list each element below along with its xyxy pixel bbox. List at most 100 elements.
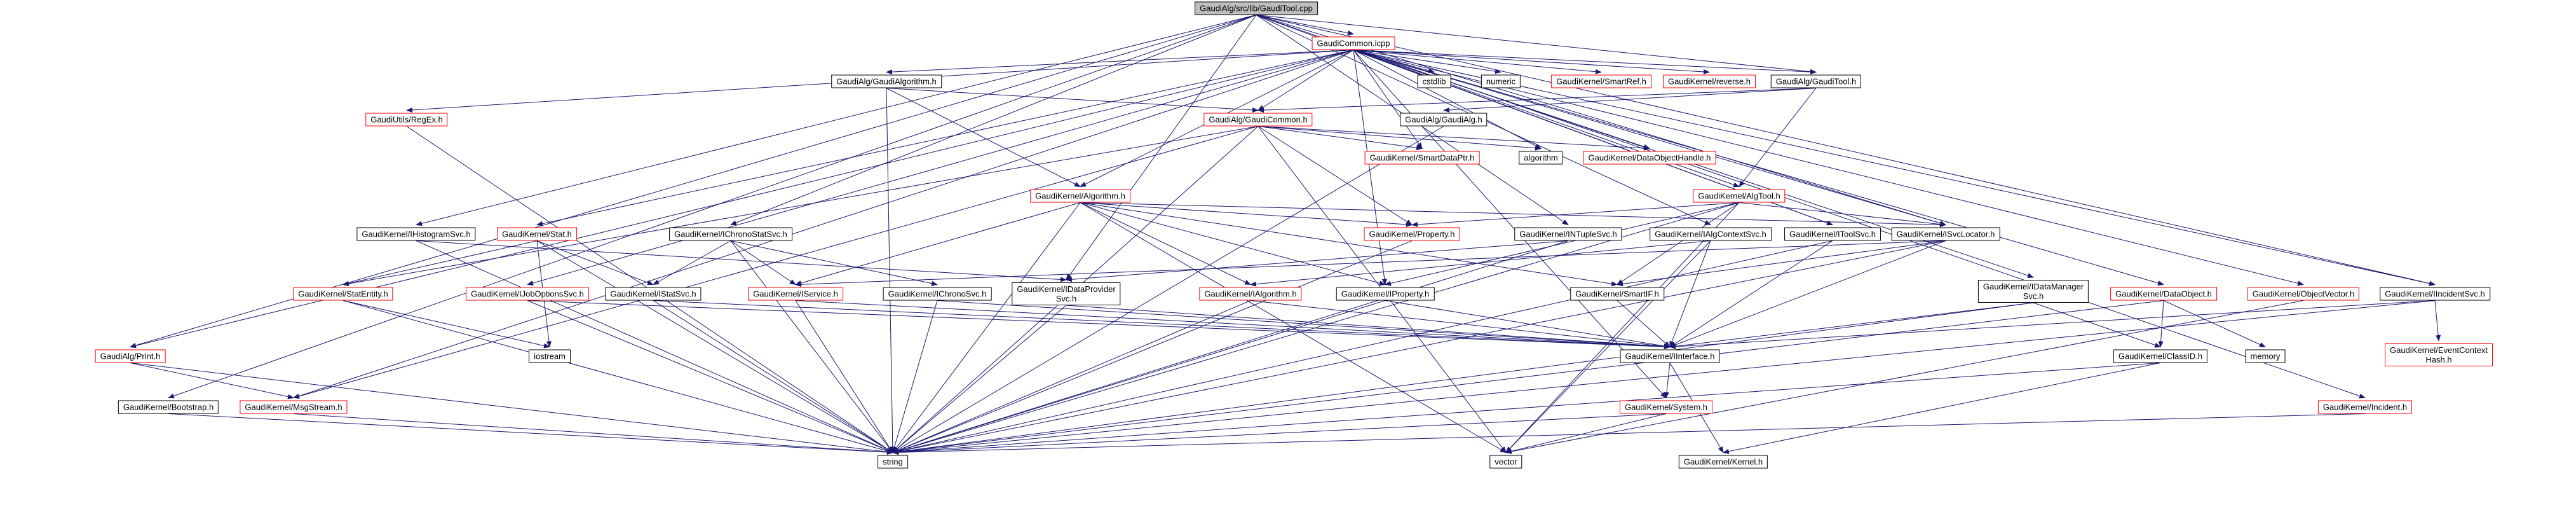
graph-node-gauditool_h[interactable]: GaudiAlg/GaudiTool.h — [1770, 74, 1862, 88]
include-edge-print_h-to-msgstream_h — [130, 363, 294, 399]
graph-node-smartdataptr_h[interactable]: GaudiKernel/SmartDataPtr.h — [1364, 151, 1480, 165]
graph-node-intuplesvc_h[interactable]: GaudiKernel/INTupleSvc.h — [1514, 227, 1622, 241]
graph-node-memory[interactable]: memory — [2245, 349, 2286, 363]
graph-node-ichronostatsvc_h[interactable]: GaudiKernel/IChronoStatSvc.h — [669, 227, 792, 241]
graph-node-idatamanagersvc_h[interactable]: GaudiKernel/IDataManager Svc.h — [1977, 280, 2089, 303]
graph-node-ialgcontextsvc_h[interactable]: GaudiKernel/IAlgContextSvc.h — [1650, 227, 1772, 241]
include-edge-ichronosvc_h-to-iinterface_h — [937, 300, 1671, 349]
include-edge-gaudicommon_h-to-smartdataptr_h — [1257, 126, 1423, 151]
include-edge-ihistogramsvc_h-to-idataprovidersvc_h — [416, 240, 1067, 282]
graph-node-string[interactable]: string — [878, 455, 908, 469]
graph-node-reverse_h[interactable]: GaudiKernel/reverse.h — [1662, 74, 1756, 88]
include-edge-common_icpp-to-gauditool_h — [1353, 50, 1817, 75]
include-edge-ialgorithm_h-to-string — [892, 300, 1251, 453]
include-edge-ichronostatsvc_h-to-ichronosvc_h — [730, 240, 938, 286]
include-edge-dataobject_h-to-classid_h — [2158, 300, 2164, 348]
graph-node-classid_h[interactable]: GaudiKernel/ClassID.h — [2113, 349, 2208, 363]
graph-node-msgstream_h[interactable]: GaudiKernel/MsgStream.h — [240, 400, 348, 414]
graph-node-gaudialg_h[interactable]: GaudiAlg/GaudiAlg.h — [1400, 113, 1488, 127]
include-edge-common_icpp-to-dataobject_h — [1353, 50, 2164, 286]
include-edge-stat_h-to-statentity_h — [342, 240, 538, 286]
include-edge-intuplesvc_h-to-idataprovidersvc_h — [1066, 240, 1569, 282]
graph-node-iincidentsvc_h[interactable]: GaudiKernel/IIncidentSvc.h — [2380, 287, 2490, 301]
graph-node-regex_h[interactable]: GaudiUtils/RegEx.h — [365, 113, 448, 127]
graph-node-statentity_h[interactable]: GaudiKernel/StatEntity.h — [293, 287, 393, 301]
include-edge-isvclocator_h-to-smartif_h — [1617, 240, 1946, 287]
graph-node-algorithm_h[interactable]: GaudiKernel/Algorithm.h — [1030, 189, 1130, 203]
graph-node-common_icpp[interactable]: GaudiCommon.icpp — [1312, 36, 1395, 50]
graph-node-ijoboptionssvc_h[interactable]: GaudiKernel/IJobOptionsSvc.h — [466, 287, 589, 301]
include-edge-incident_h-to-string — [892, 413, 2366, 455]
include-edge-algtool_h-to-property_h — [1411, 202, 1740, 227]
include-edge-root-to-bootstrap_h — [168, 15, 1257, 399]
include-edge-ijoboptionssvc_h-to-iinterface_h — [527, 300, 1671, 350]
include-edge-itoolsvc_h-to-string — [892, 240, 1833, 454]
include-edge-idatamanagersvc_h-to-classid_h — [2033, 302, 2161, 348]
include-edge-intuplesvc_h-to-string — [892, 240, 1569, 453]
graph-node-iservice_h[interactable]: GaudiKernel/IService.h — [748, 287, 843, 301]
include-edge-itoolsvc_h-to-iinterface_h — [1669, 240, 1833, 348]
graph-node-cstdlib[interactable]: cstdlib — [1417, 74, 1451, 88]
include-edge-ialgcontextsvc_h-to-iinterface_h — [1669, 240, 1711, 348]
include-edge-statentity_h-to-string — [342, 300, 893, 453]
include-edge-iincidentsvc_h-to-iinterface_h — [1669, 300, 2436, 349]
graph-node-print_h[interactable]: GaudiAlg/Print.h — [95, 349, 166, 363]
graph-node-iostream[interactable]: iostream — [529, 349, 571, 363]
graph-node-smartif_h[interactable]: GaudiKernel/SmartIF.h — [1570, 287, 1664, 301]
graph-node-numeric[interactable]: numeric — [1481, 74, 1521, 88]
include-edge-common_icpp-to-dataobjecthandle_h — [1353, 50, 1650, 149]
include-edge-root-to-idataprovidersvc_h — [1066, 15, 1257, 280]
include-edge-property_h-to-string — [892, 240, 1413, 453]
include-edge-gauditool_h-to-gaudicommon_h — [1257, 88, 1817, 113]
include-edge-classid_h-to-string — [892, 363, 2161, 455]
include-edge-classid_h-to-kernel_h — [1723, 363, 2161, 454]
include-edge-common_icpp-to-smartref_h — [1353, 50, 1602, 74]
include-edge-gaudialgorithm_h-to-gaudicommon_h — [886, 88, 1259, 113]
include-edge-common_icpp-to-stat_h — [536, 50, 1354, 226]
graph-node-vector[interactable]: vector — [1489, 455, 1522, 469]
include-edge-idatamanagersvc_h-to-iinterface_h — [1669, 302, 2034, 349]
graph-node-ichronosvc_h[interactable]: GaudiKernel/IChronoSvc.h — [883, 287, 992, 301]
include-edge-isvclocator_h-to-string — [892, 240, 1946, 454]
include-edge-common_icpp-to-algorithm_std — [1353, 50, 1542, 149]
graph-node-system_h[interactable]: GaudiKernel/System.h — [1619, 400, 1713, 414]
graph-node-stat_h[interactable]: GaudiKernel/Stat.h — [497, 227, 577, 241]
include-edge-istatsvc_h-to-string — [653, 300, 893, 453]
graph-node-kernel_h[interactable]: GaudiKernel/Kernel.h — [1678, 455, 1768, 469]
graph-node-property_h[interactable]: GaudiKernel/Property.h — [1364, 227, 1460, 241]
graph-node-istatsvc_h[interactable]: GaudiKernel/IStatSvc.h — [605, 287, 702, 301]
graph-node-eventcontexthash_h[interactable]: GaudiKernel/EventContext Hash.h — [2385, 343, 2493, 366]
include-edge-iproperty_h-to-iinterface_h — [1385, 300, 1671, 349]
graph-node-gaudicommon_h[interactable]: GaudiAlg/GaudiCommon.h — [1203, 113, 1313, 127]
graph-node-itoolsvc_h[interactable]: GaudiKernel/IToolSvc.h — [1784, 227, 1881, 241]
include-edge-idataprovidersvc_h-to-string — [892, 305, 1067, 453]
graph-node-ialgorithm_h[interactable]: GaudiKernel/IAlgorithm.h — [1199, 287, 1302, 301]
graph-node-incident_h[interactable]: GaudiKernel/Incident.h — [2317, 400, 2413, 414]
graph-node-root[interactable]: GaudiAlg/src/lib/GaudiTool.cpp — [1195, 1, 1318, 15]
graph-node-algorithm_std[interactable]: algorithm — [1519, 151, 1563, 165]
graph-node-iinterface_h[interactable]: GaudiKernel/IInterface.h — [1620, 349, 1720, 363]
graph-node-bootstrap_h[interactable]: GaudiKernel/Bootstrap.h — [118, 400, 219, 414]
graph-node-dataobject_h[interactable]: GaudiKernel/DataObject.h — [2110, 287, 2217, 301]
graph-node-idataprovidersvc_h[interactable]: GaudiKernel/IDataProvider Svc.h — [1012, 282, 1121, 305]
include-edge-ialgcontextsvc_h-to-ialgorithm_h — [1250, 240, 1711, 287]
graph-node-algtool_h[interactable]: GaudiKernel/AlgTool.h — [1693, 189, 1786, 203]
include-edge-ialgcontextsvc_h-to-vector — [1505, 240, 1711, 453]
include-edge-common_icpp-to-iproperty_h — [1353, 50, 1387, 286]
include-edge-bootstrap_h-to-string — [168, 413, 893, 455]
graph-node-smartref_h[interactable]: GaudiKernel/SmartRef.h — [1551, 74, 1651, 88]
graph-node-dataobjecthandle_h[interactable]: GaudiKernel/DataObjectHandle.h — [1583, 151, 1716, 165]
graph-node-iproperty_h[interactable]: GaudiKernel/IProperty.h — [1336, 287, 1435, 301]
include-edge-gaudialgorithm_h-to-string — [886, 88, 895, 453]
graph-node-ihistogramsvc_h[interactable]: GaudiKernel/IHistogramSvc.h — [356, 227, 476, 241]
include-edge-gaudicommon_h-to-dataobjecthandle_h — [1257, 126, 1650, 151]
include-edge-isvclocator_h-to-iservice_h — [795, 240, 1946, 287]
graph-node-isvclocator_h[interactable]: GaudiKernel/ISvcLocator.h — [1891, 227, 2000, 241]
include-edge-iservice_h-to-iinterface_h — [795, 300, 1671, 350]
graph-node-gaudialgorithm_h[interactable]: GaudiAlg/GaudiAlgorithm.h — [831, 74, 942, 88]
include-edge-algorithm_h-to-iservice_h — [795, 202, 1081, 286]
graph-node-objectvector_h[interactable]: GaudiKernel/ObjectVector.h — [2247, 287, 2360, 301]
include-edge-idatamanagersvc_h-to-string — [892, 302, 2034, 455]
include-edge-iincidentsvc_h-to-eventcontexthash_h — [2434, 300, 2441, 342]
include-edge-smartif_h-to-iinterface_h — [1617, 300, 1671, 348]
